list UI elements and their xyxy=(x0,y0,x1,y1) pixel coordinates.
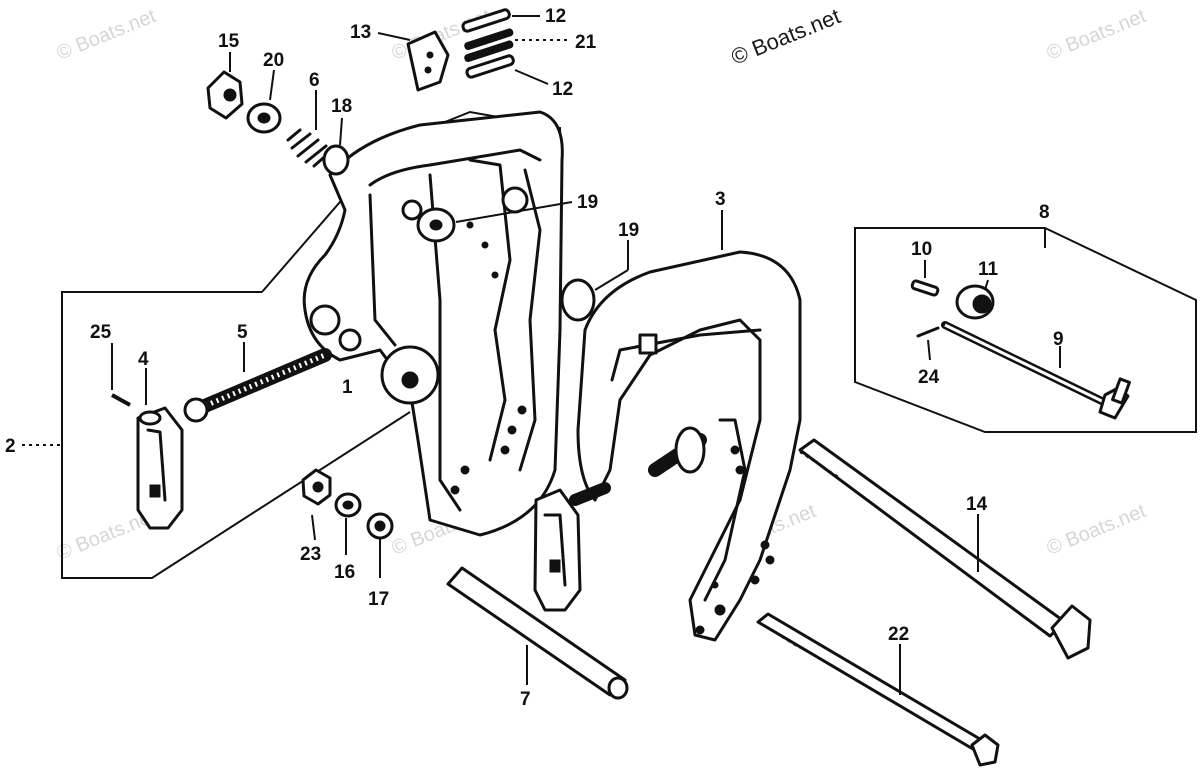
watermark: © Boats.net xyxy=(54,5,160,65)
callout-2: 2 xyxy=(5,436,16,457)
clip-24 xyxy=(916,326,940,338)
cotter-pin-25 xyxy=(111,393,131,407)
callout-8: 8 xyxy=(1039,202,1050,223)
callout-7: 7 xyxy=(520,689,531,710)
tilt-pin xyxy=(446,566,629,700)
nut-23 xyxy=(301,468,332,506)
callout-14: 14 xyxy=(966,494,988,515)
callout-16: 16 xyxy=(334,562,355,583)
watermark: © Boats.net xyxy=(1044,500,1150,560)
washer-18 xyxy=(322,144,350,176)
callout-22: 22 xyxy=(888,624,909,645)
knob-11 xyxy=(955,284,995,320)
nut-15 xyxy=(206,70,244,120)
callout-19: 19 xyxy=(577,192,598,213)
spring-6 xyxy=(286,128,332,168)
callout-15: 15 xyxy=(218,31,240,52)
pins-and-springs xyxy=(461,8,515,79)
washer-20 xyxy=(246,102,282,134)
clip-13 xyxy=(406,30,450,92)
through-bolt xyxy=(756,612,1000,767)
callout-23: 23 xyxy=(300,544,321,565)
callout-5: 5 xyxy=(237,322,248,343)
stern-bracket-left xyxy=(302,110,564,537)
callout-1: 1 xyxy=(342,377,353,398)
callout-3: 3 xyxy=(715,189,726,210)
callout-18: 18 xyxy=(331,96,352,117)
callout-21: 21 xyxy=(575,32,597,53)
callout-4: 4 xyxy=(138,349,149,370)
washer-16 xyxy=(334,492,362,518)
watermark-main: © Boats.net xyxy=(728,3,844,69)
leader-lines xyxy=(111,15,1061,695)
callout-24: 24 xyxy=(918,367,940,388)
trim-rod xyxy=(941,321,1131,420)
callout-6: 6 xyxy=(309,70,320,91)
callout-11: 11 xyxy=(978,259,999,280)
callout-17: 17 xyxy=(368,589,389,610)
washer-17 xyxy=(366,512,394,540)
watermark: © Boats.net xyxy=(1044,5,1150,65)
clamp-screw-rod xyxy=(183,348,332,423)
callout-9: 9 xyxy=(1053,329,1064,350)
callout-13: 13 xyxy=(350,22,371,43)
callout-10: 10 xyxy=(911,239,932,260)
long-bolt xyxy=(798,438,1092,660)
group-8-outline xyxy=(854,227,1197,433)
small-pin-10 xyxy=(910,279,940,297)
washer-19-b xyxy=(560,278,596,322)
callout-12: 12 xyxy=(545,6,566,27)
clamp-handle-right xyxy=(533,426,707,612)
callout-25: 25 xyxy=(90,322,112,343)
callouts: 1 2 3 4 5 6 7 8 9 10 11 12 12 13 14 15 1… xyxy=(5,6,1064,710)
callout-19-second: 19 xyxy=(618,220,639,241)
washer-19-a xyxy=(416,207,456,243)
callout-20: 20 xyxy=(263,50,284,71)
callout-12-second: 12 xyxy=(552,79,573,100)
clamp-handle-left xyxy=(136,406,184,530)
